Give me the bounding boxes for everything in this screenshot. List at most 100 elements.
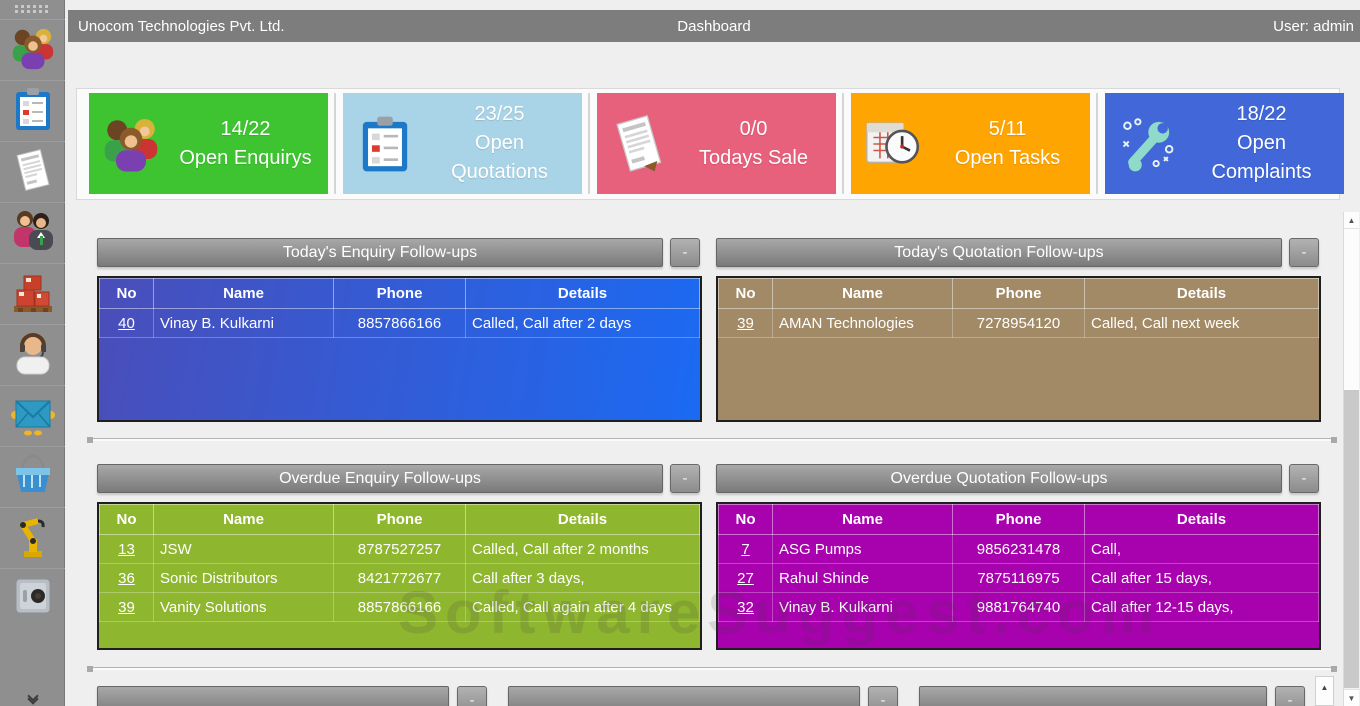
kpi-open-quotations[interactable]: 23/25 Open Quotations (343, 93, 582, 194)
customers-icon (10, 208, 56, 259)
column-header: Details (1085, 279, 1319, 309)
column-header: No (719, 279, 773, 309)
record-number-link[interactable]: 36 (118, 570, 135, 587)
table-cell: Call after 3 days, (466, 564, 700, 593)
kpi-label: Todays Sale (681, 144, 826, 173)
scroll-down-button[interactable]: ▼ (1344, 689, 1359, 706)
basket-icon (10, 452, 56, 503)
kpi-separator (842, 93, 844, 194)
clock-calendar-icon (851, 114, 935, 174)
kpi-separator (1096, 93, 1098, 194)
scrollbar-track[interactable] (1344, 229, 1359, 390)
column-header: Name (154, 279, 334, 309)
column-header: Name (154, 505, 334, 535)
table-cell: 7278954120 (953, 309, 1085, 338)
minimize-button[interactable]: - (1289, 464, 1319, 493)
overdue-quotation-table: NoNamePhoneDetails7ASG Pumps9856231478Ca… (716, 502, 1321, 650)
kpi-open-complaints[interactable]: 18/22 Open Complaints (1105, 93, 1344, 194)
kpi-label: Open Quotations (427, 129, 572, 187)
kpi-label: Open Tasks (935, 144, 1080, 173)
table-cell: 8857866166 (334, 593, 466, 622)
sidebar-item-products[interactable] (0, 263, 65, 324)
overdue-enquiry-table: NoNamePhoneDetails13JSW8787527257Called,… (97, 502, 702, 650)
table-cell: AMAN Technologies (773, 309, 953, 338)
sidebar-item-quotations[interactable] (0, 80, 65, 141)
sidebar-item-customers[interactable] (0, 202, 65, 263)
record-number-link[interactable]: 39 (737, 315, 754, 332)
sidebar-item-automation[interactable] (0, 507, 65, 568)
products-boxes-icon (10, 269, 56, 320)
titlebar: Unocom Technologies Pvt. Ltd. Dashboard … (68, 10, 1360, 42)
record-number-link[interactable]: 39 (118, 599, 135, 616)
record-number-link[interactable]: 40 (118, 315, 135, 332)
minimize-button[interactable]: - (670, 238, 700, 267)
vertical-scrollbar[interactable]: ▲ ▼ (1343, 212, 1358, 706)
scrollbar-thumb[interactable] (1344, 390, 1359, 688)
table-cell: Call, (1085, 535, 1319, 564)
sidebar-item-mail[interactable] (0, 385, 65, 446)
kpi-todays-sale[interactable]: 0/0 Todays Sale (597, 93, 836, 194)
kpi-container: 14/22 Open Enquirys 23/25 Open Quotation… (76, 88, 1340, 200)
table-cell: Vanity Solutions (154, 593, 334, 622)
kpi-value: 18/22 (1189, 100, 1334, 129)
sidebar-scroll-down[interactable] (0, 697, 65, 703)
table-row: 27 Rahul Shinde7875116975Call after 15 da… (719, 564, 1319, 593)
column-header: Phone (334, 279, 466, 309)
table-cell: Call after 15 days, (1085, 564, 1319, 593)
sidebar-item-basket[interactable] (0, 446, 65, 507)
sidebar-item-enquiries[interactable] (0, 19, 65, 80)
table-cell: 7875116975 (953, 564, 1085, 593)
table-header-row: NoNamePhoneDetails (719, 279, 1319, 309)
kpi-open-enquiries[interactable]: 14/22 Open Enquirys (89, 93, 328, 194)
table-row: 32Vinay B. Kulkarni9881764740Call after … (719, 593, 1319, 622)
robot-arm-icon (10, 513, 56, 564)
kpi-separator (588, 93, 590, 194)
kpi-value: 5/11 (935, 115, 1080, 144)
scroll-up-button[interactable]: ▲ (1344, 212, 1359, 229)
up-arrow-icon: ▲ (1348, 216, 1356, 225)
panel-scroll-up-button[interactable]: ▲ (1315, 676, 1334, 706)
table-cell: Vinay B. Kulkarni (154, 309, 334, 338)
kpi-value: 0/0 (681, 115, 826, 144)
kpi-open-tasks[interactable]: 5/11 Open Tasks (851, 93, 1090, 194)
down-arrow-icon: ▼ (1348, 694, 1356, 703)
column-header: Name (773, 279, 953, 309)
column-header: Phone (334, 505, 466, 535)
panel-title-bottom-2 (508, 686, 860, 706)
column-header: Phone (953, 505, 1085, 535)
minimize-button[interactable]: - (1289, 238, 1319, 267)
section-divider (90, 667, 1334, 670)
table-header-row: NoNamePhoneDetails (100, 505, 700, 535)
record-number-link[interactable]: 13 (118, 541, 135, 558)
kpi-value: 14/22 (173, 115, 318, 144)
minimize-button[interactable]: - (868, 686, 898, 706)
support-agent-icon (10, 330, 56, 381)
table-cell: ASG Pumps (773, 535, 953, 564)
clipboard-icon (343, 114, 427, 174)
record-number-link[interactable]: 7 (741, 541, 749, 558)
today-enquiry-table: NoNamePhoneDetails40Vinay B. Kulkarni885… (97, 276, 702, 422)
sidebar-item-vault[interactable] (0, 568, 65, 629)
column-header: Name (773, 505, 953, 535)
column-header: No (719, 505, 773, 535)
table-header-row: NoNamePhoneDetails (100, 279, 700, 309)
section-divider (90, 438, 1334, 441)
table-cell: Rahul Shinde (773, 564, 953, 593)
table-cell: 8787527257 (334, 535, 466, 564)
minimize-button[interactable]: - (670, 464, 700, 493)
record-number-link[interactable]: 32 (737, 599, 754, 616)
sidebar-scroll-grip[interactable] (15, 5, 49, 15)
table-row: 13JSW8787527257Called, Call after 2 mont… (100, 535, 700, 564)
column-header: Phone (953, 279, 1085, 309)
table-cell: Called, Call again after 4 days (466, 593, 700, 622)
minimize-button[interactable]: - (457, 686, 487, 706)
minimize-button[interactable]: - (1275, 686, 1305, 706)
record-number-link[interactable]: 27 (737, 570, 754, 587)
sidebar-item-support[interactable] (0, 324, 65, 385)
table-cell: Call after 12-15 days, (1085, 593, 1319, 622)
sidebar-item-invoices[interactable] (0, 141, 65, 202)
column-header: Details (466, 505, 700, 535)
column-header: No (100, 505, 154, 535)
table-header-row: NoNamePhoneDetails (719, 505, 1319, 535)
